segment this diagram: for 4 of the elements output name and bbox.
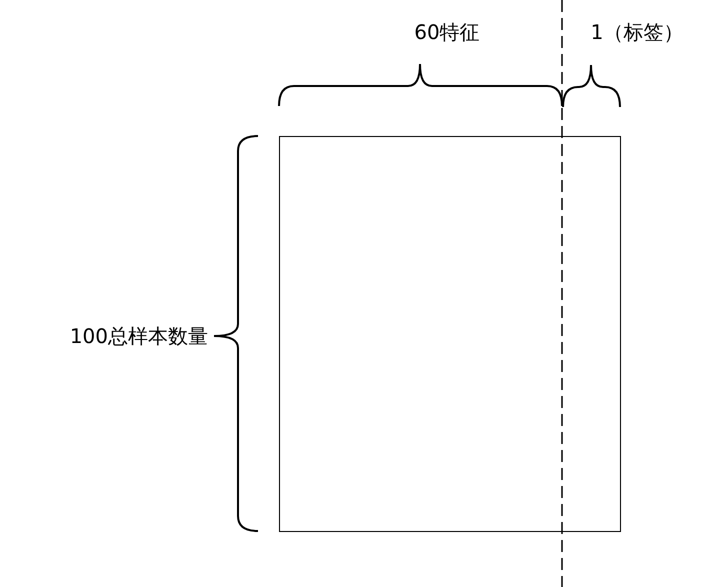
label-text: 100总样本数量 <box>70 324 208 348</box>
label-text: 1（标签） <box>590 20 684 44</box>
label-text: 60特征 <box>414 20 480 44</box>
matrix-rectangle <box>279 136 621 532</box>
